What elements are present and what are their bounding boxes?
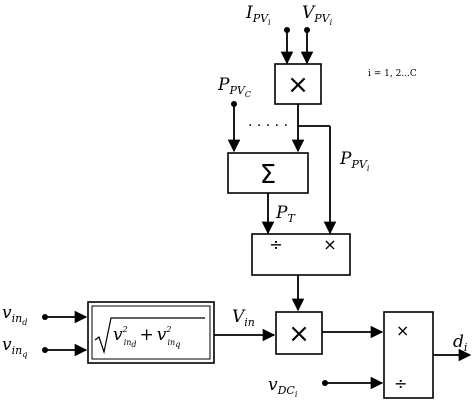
- sum-symbol: Σ: [260, 160, 276, 190]
- magnitude-block-inner: [91, 305, 211, 360]
- final-block: [383, 311, 434, 399]
- v-inq-label: vinq: [2, 335, 27, 359]
- multiply-symbol-top: ×: [287, 70, 309, 100]
- multiply-block-top: [274, 63, 322, 105]
- sqrt-symbol: [94, 317, 205, 355]
- p-t-label: PT: [275, 203, 296, 225]
- v-dc-label: vDCi: [268, 375, 298, 399]
- index-note: i = 1, 2...C: [368, 69, 417, 79]
- input-v-pv: VPVi: [302, 3, 333, 27]
- sum-block: [227, 152, 309, 194]
- ellipsis-dots: · · · · ·: [248, 118, 288, 134]
- divide-symbol: ÷: [269, 235, 282, 254]
- multiply-symbol-mid: ×: [288, 319, 310, 349]
- input-i-pv: IPVi: [245, 3, 271, 27]
- i-pv-label: IPVi: [245, 3, 271, 27]
- v-in-label: Vin: [232, 307, 255, 329]
- d-i-label: di: [453, 332, 467, 354]
- multiply-block-mid: [275, 311, 323, 355]
- v-ind-label: vind: [2, 303, 27, 327]
- final-times-symbol: ×: [396, 321, 409, 340]
- final-divide-symbol: ÷: [394, 374, 407, 393]
- v-pv-label: VPVi: [302, 3, 333, 27]
- p-pv-i-label: PPVi: [339, 149, 370, 173]
- divide-times-symbol: ×: [323, 235, 336, 254]
- magnitude-block-outer: [87, 301, 215, 364]
- p-pv-c-label: PPVC: [217, 75, 251, 99]
- divide-block: [251, 233, 351, 276]
